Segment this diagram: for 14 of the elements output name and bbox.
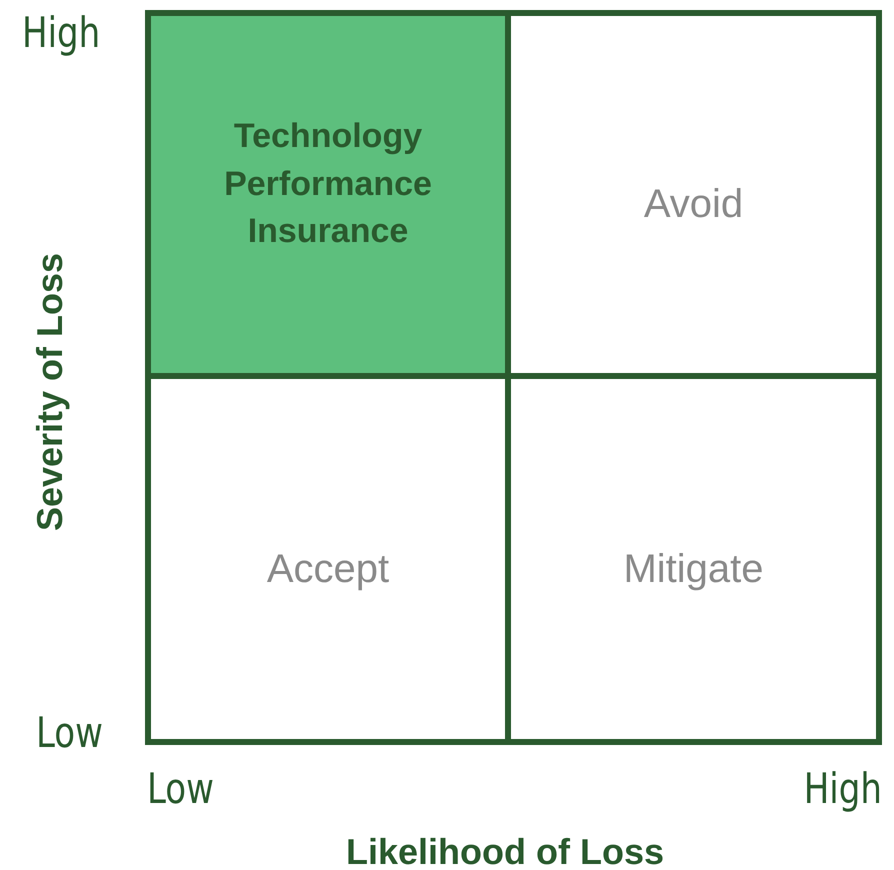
axis-tick-label: Low [36, 712, 103, 754]
quadrant-label: Accept [266, 546, 390, 592]
axis-tick-label: High [22, 12, 100, 54]
axis-tick-label: High [804, 768, 882, 810]
axis-title: Severity of Loss [32, 252, 68, 532]
quadrant-cell [145, 379, 511, 745]
quadrant-cell [511, 10, 882, 379]
quadrant-label: Mitigate [623, 546, 764, 592]
axis-tick-label: Low [147, 768, 214, 810]
quadrant-label: Technology Performance Insurance [223, 116, 433, 252]
quadrant-label: Avoid [644, 182, 744, 227]
axis-title: Likelihood of Loss [346, 834, 664, 870]
quadrant-cell [145, 10, 511, 379]
quadrant-cell [511, 379, 882, 745]
